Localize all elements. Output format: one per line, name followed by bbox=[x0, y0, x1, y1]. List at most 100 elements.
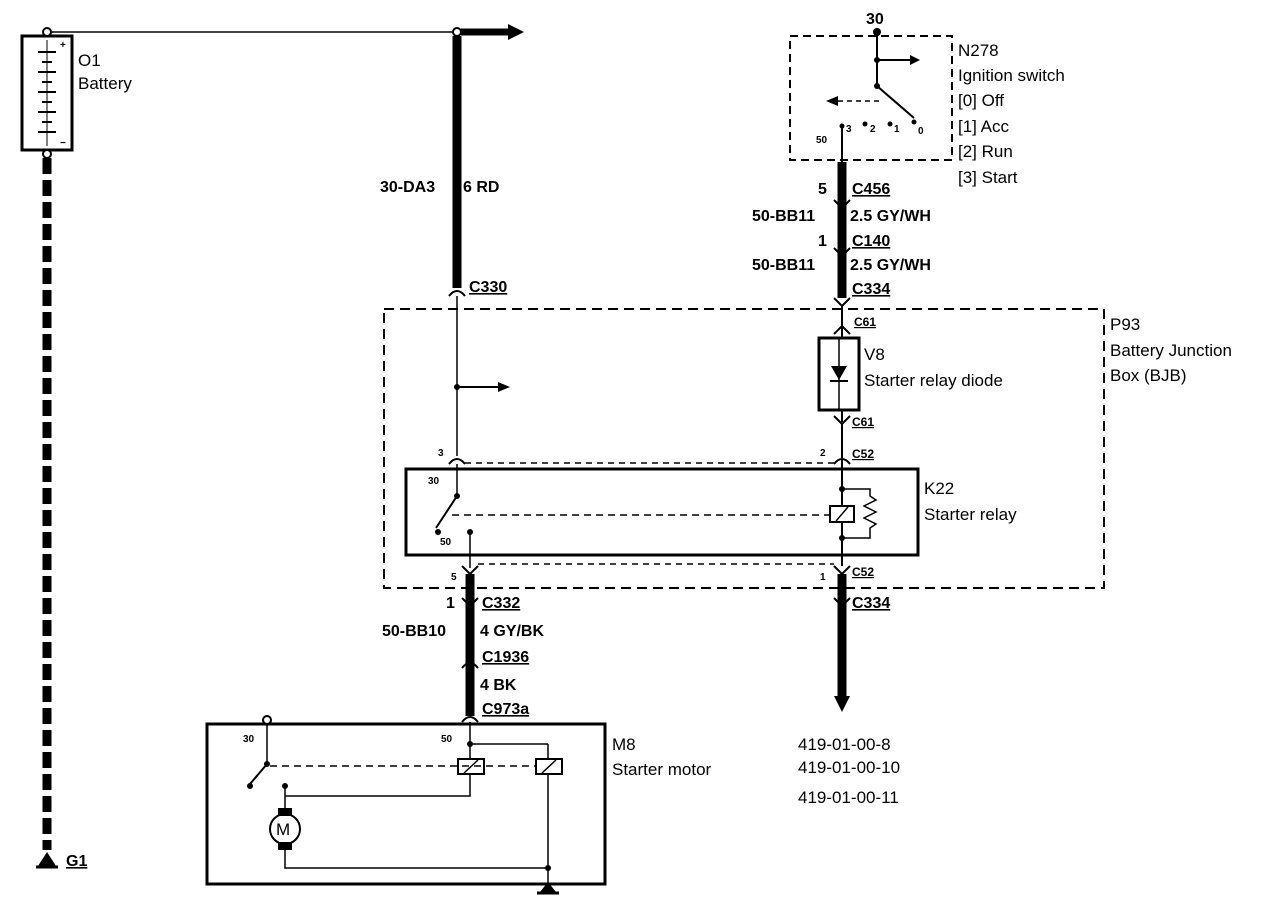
ign-contact-1 bbox=[887, 121, 893, 127]
c334-bottom-connector-symbol bbox=[833, 597, 851, 608]
starter-name: Starter motor bbox=[612, 760, 712, 779]
feed-circuit-label: 30-DA3 bbox=[380, 179, 435, 196]
relay-contact-50 bbox=[435, 529, 441, 535]
c52-top-left-symbol bbox=[448, 458, 466, 465]
c52-bottom-right-label: C52 bbox=[852, 565, 874, 579]
diode-id: V8 bbox=[864, 345, 885, 364]
battery-negative-terminal bbox=[42, 149, 52, 159]
bjb-id: P93 bbox=[1110, 315, 1140, 334]
battery-name: Battery bbox=[78, 74, 132, 93]
ignition-switch-box bbox=[789, 35, 953, 161]
ign-pin-1: 1 bbox=[894, 124, 900, 135]
starter-b-terminal bbox=[262, 715, 272, 725]
bjb-name-line1: Battery Junction bbox=[1110, 341, 1232, 360]
relay-name: Starter relay bbox=[924, 505, 1017, 524]
ign-position-acc: [1] Acc bbox=[958, 117, 1010, 136]
ign-switch-blade bbox=[876, 85, 915, 119]
ign-pin-3: 3 bbox=[846, 124, 852, 135]
c52-top-right-symbol bbox=[833, 458, 851, 465]
c1936-wire-spec: 4 BK bbox=[480, 677, 517, 694]
battery-o1: + − O1 Battery bbox=[20, 27, 132, 159]
ign-wire2-spec: 2.5 GY/WH bbox=[850, 257, 931, 274]
reference-2: 419-01-00-10 bbox=[798, 758, 900, 777]
c332-connector-symbol bbox=[461, 597, 479, 608]
starter-wire-circuit: 50-BB10 bbox=[382, 623, 446, 640]
ign-pin-0: 0 bbox=[918, 126, 924, 137]
ign-branch-arrow-icon bbox=[910, 55, 920, 65]
ign-position-off: [0] Off bbox=[958, 91, 1004, 110]
starter-id: M8 bbox=[612, 735, 636, 754]
diode-icon bbox=[831, 366, 847, 380]
output-arrow-icon bbox=[834, 696, 850, 712]
c456-connector-symbol bbox=[833, 199, 851, 210]
c973a-label: C973a bbox=[482, 701, 529, 718]
motor-brush-bottom bbox=[278, 842, 292, 850]
relay-term-30: 30 bbox=[428, 476, 440, 487]
hold-in-coil-icon bbox=[535, 758, 563, 775]
motor-ground-wire bbox=[284, 850, 548, 869]
hold-in-coil-slash bbox=[541, 759, 557, 774]
starter-ground-symbol bbox=[537, 868, 559, 895]
c61-bottom-label: C61 bbox=[852, 415, 874, 429]
bjb-name-line2: Box (BJB) bbox=[1110, 366, 1187, 385]
ign-terminal-50: 50 bbox=[816, 135, 828, 146]
pull-in-coil-return bbox=[285, 774, 471, 797]
feed-spec-label: 6 RD bbox=[463, 179, 499, 196]
starter-box bbox=[205, 722, 607, 886]
c52-bottom-right-symbol bbox=[833, 565, 851, 576]
starter-relay-k22: 30 50 K22 Starter relay bbox=[404, 464, 1017, 568]
reference-1: 419-01-00-8 bbox=[798, 735, 891, 754]
relay-id: K22 bbox=[924, 479, 954, 498]
ign-contact-3 bbox=[839, 123, 845, 129]
relay-resistor-icon bbox=[842, 488, 878, 539]
ignition-switch-n278: 30 3 2 1 0 50 N278 Ignition switch [0] O… bbox=[789, 11, 1065, 187]
c52-bottom-right-pin: 1 bbox=[820, 572, 826, 583]
ign-wire2-circuit: 50-BB11 bbox=[752, 257, 815, 274]
c140-connector-symbol bbox=[833, 247, 851, 258]
c140-pin: 1 bbox=[818, 233, 827, 250]
c334-top-label: C334 bbox=[852, 281, 890, 298]
ign-contact-2 bbox=[862, 121, 868, 127]
starter-contact-blade bbox=[249, 763, 268, 785]
reference-3: 419-01-00-11 bbox=[798, 788, 899, 807]
starter-wire-spec: 4 GY/BK bbox=[480, 623, 544, 640]
battery-positive-terminal bbox=[42, 27, 52, 37]
battery-cells bbox=[38, 51, 56, 133]
ign-pin-2: 2 bbox=[870, 124, 876, 135]
starter-term-30: 30 bbox=[243, 734, 255, 745]
battery-plus: + bbox=[60, 40, 66, 51]
c52-top-left-pin: 3 bbox=[438, 448, 444, 459]
ign-wire1-spec: 2.5 GY/WH bbox=[850, 208, 931, 225]
ign-terminal-30: 30 bbox=[866, 11, 884, 28]
c1936-label: C1936 bbox=[482, 649, 529, 666]
feed-junction bbox=[452, 27, 462, 37]
c330-label: C330 bbox=[469, 279, 507, 296]
c52-bottom-left-pin: 5 bbox=[451, 572, 457, 583]
motor-symbol: M bbox=[276, 820, 290, 839]
pull-in-coil-icon bbox=[457, 758, 485, 775]
relay-term-50: 50 bbox=[440, 537, 452, 548]
ign-mech-arrow-icon bbox=[826, 96, 838, 106]
relay-coil-slash bbox=[835, 506, 849, 522]
relay-contact-blade bbox=[435, 495, 458, 529]
pull-in-coil-slash bbox=[463, 759, 479, 774]
starter-contact-node bbox=[247, 783, 253, 789]
motor-brush-top bbox=[278, 808, 292, 816]
c332-label: C332 bbox=[482, 595, 520, 612]
feed-arrow-icon bbox=[508, 24, 524, 40]
ground-symbol-g1 bbox=[36, 852, 58, 869]
ign-name: Ignition switch bbox=[958, 66, 1065, 85]
c140-label: C140 bbox=[852, 233, 890, 250]
starter-term-50: 50 bbox=[441, 734, 453, 745]
ign-position-run: [2] Run bbox=[958, 142, 1013, 161]
c456-label: C456 bbox=[852, 181, 890, 198]
c330-connector-symbol bbox=[448, 290, 466, 297]
starter-relay-diode-v8: V8 Starter relay diode bbox=[817, 336, 1003, 412]
c61-top-label: C61 bbox=[854, 315, 876, 329]
ign-id: N278 bbox=[958, 41, 999, 60]
diode-name: Starter relay diode bbox=[864, 371, 1003, 390]
ign-wire1-circuit: 50-BB11 bbox=[752, 208, 815, 225]
starter-motor-m8: 30 50 M M8 Starter motor bbox=[205, 715, 712, 886]
c456-pin: 5 bbox=[818, 181, 827, 198]
